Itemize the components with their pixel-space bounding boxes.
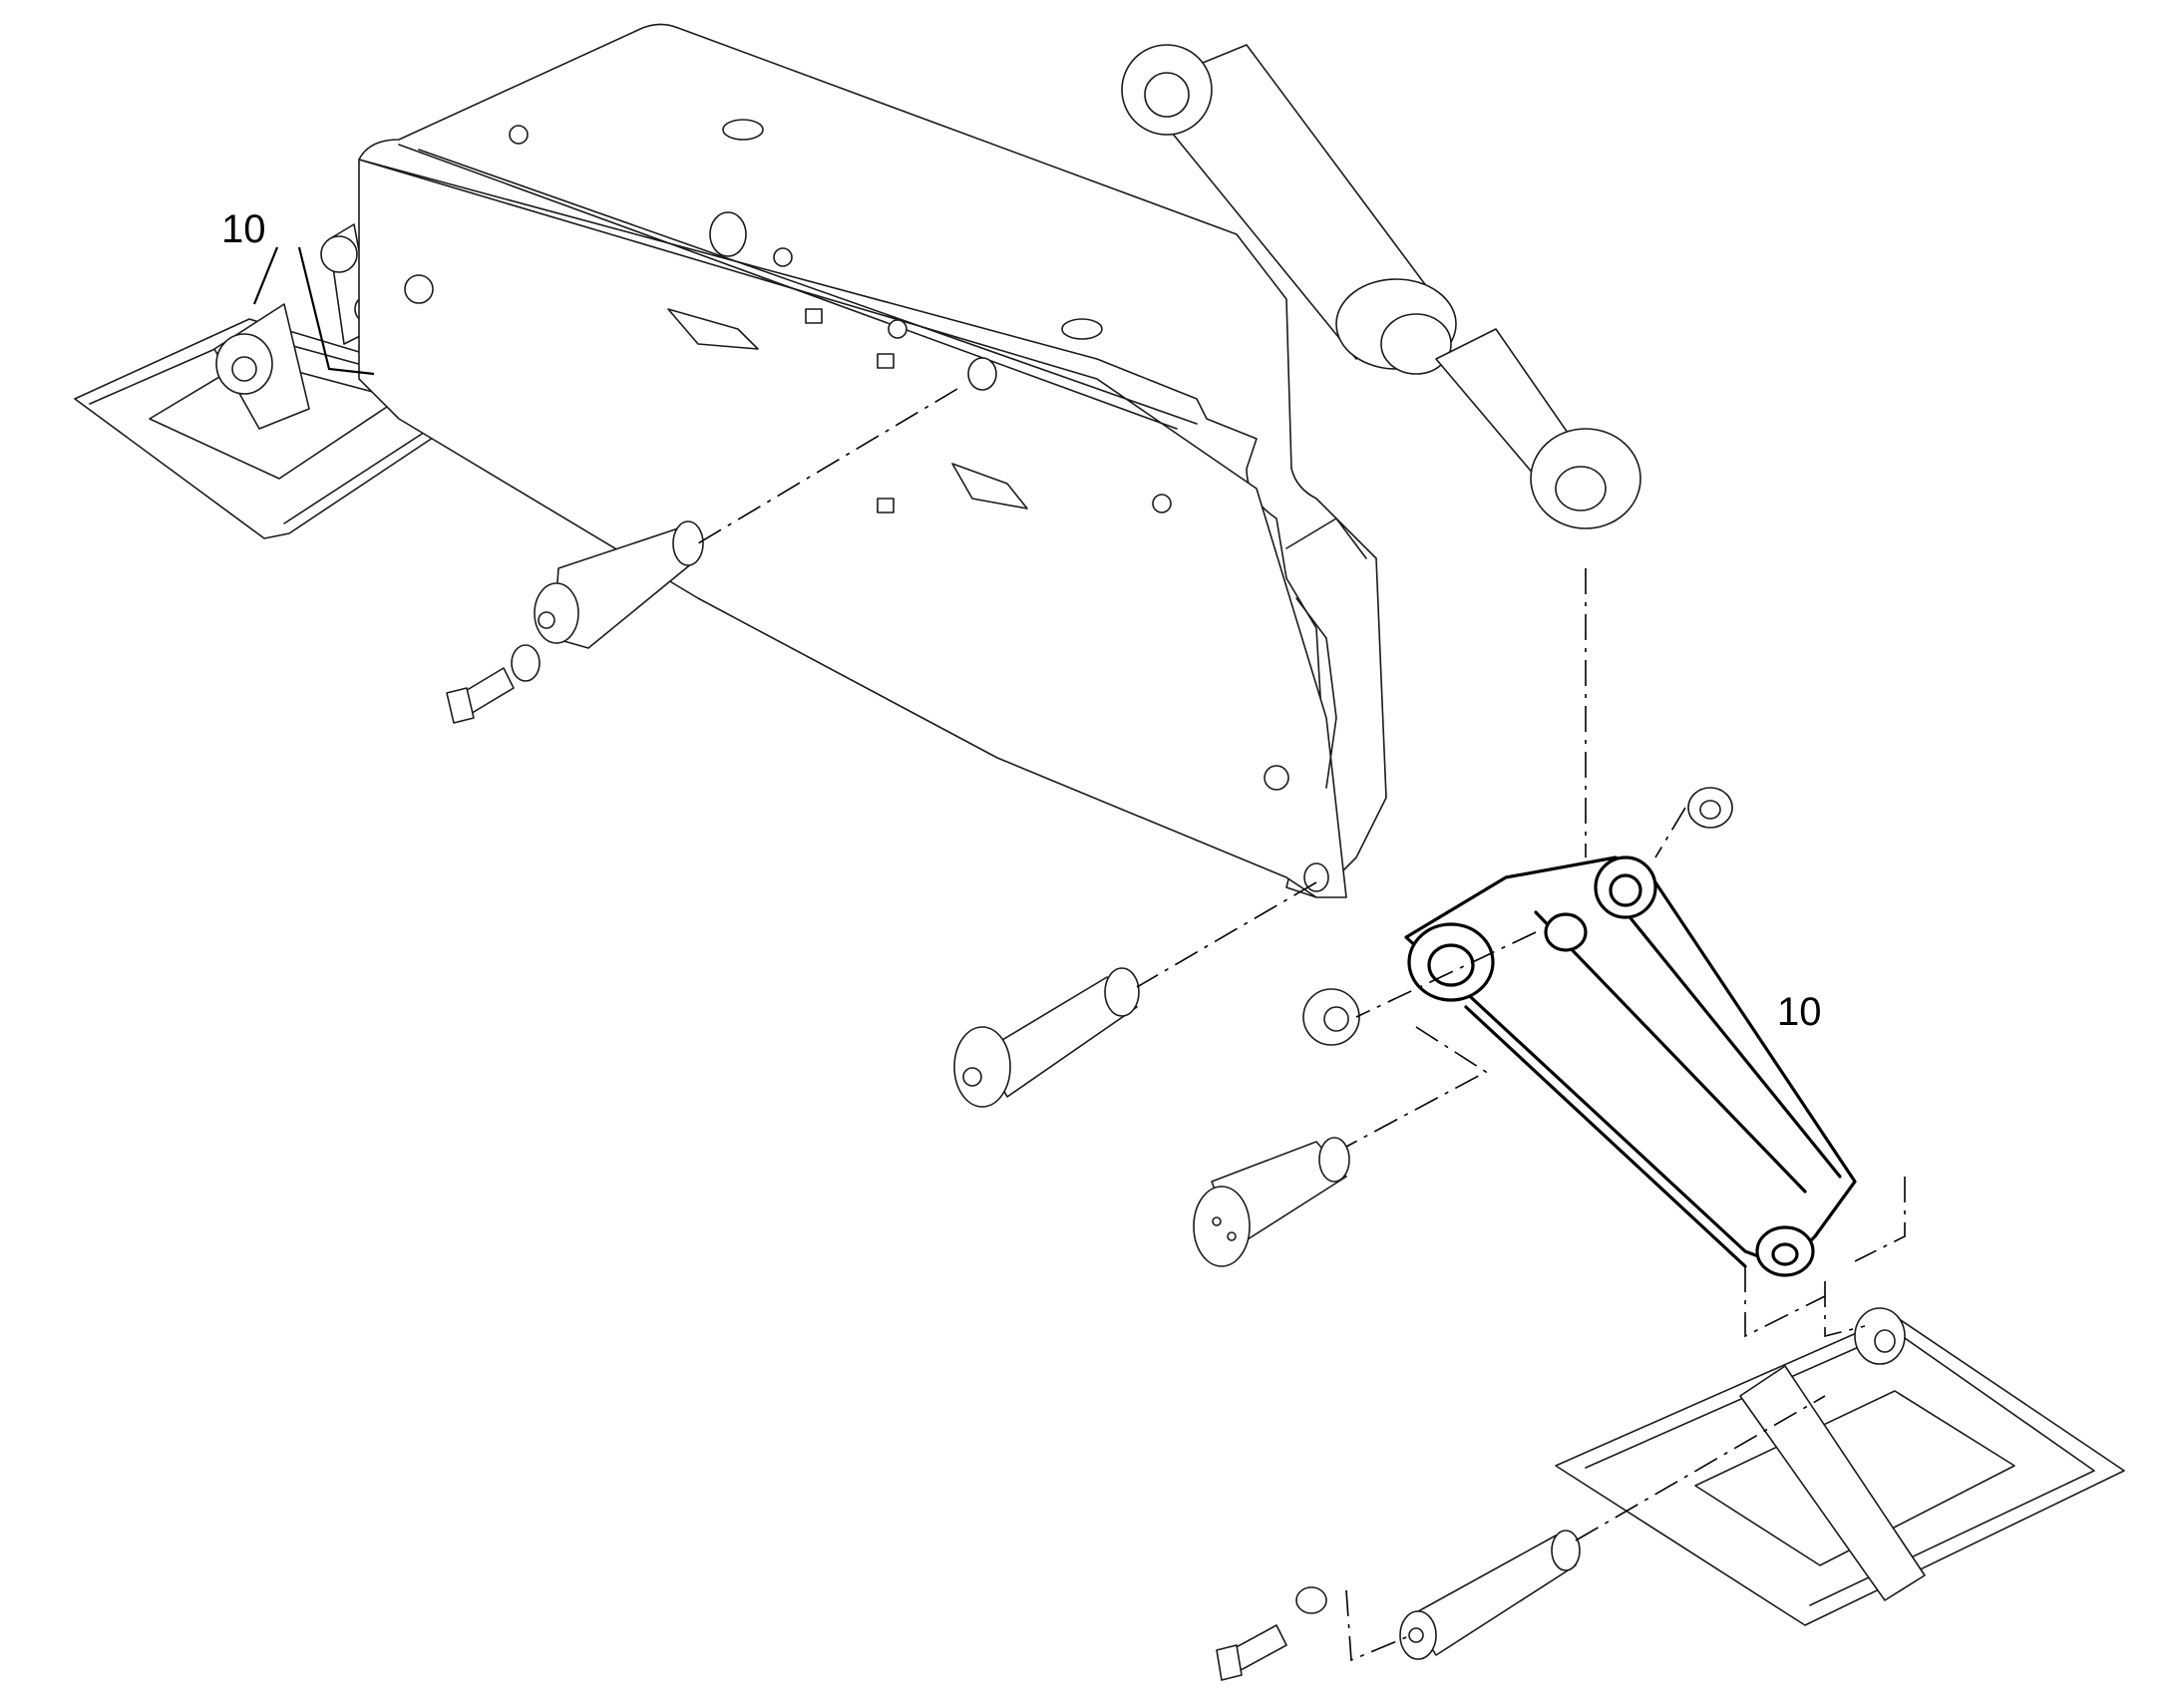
- linkage-lever: [1404, 855, 1857, 1277]
- lower-short-pin: [1193, 1137, 1350, 1267]
- bottom-pin-assembly: [1216, 1530, 1581, 1681]
- right-support-pad: [1555, 1307, 2125, 1626]
- linkage-washers: [1302, 787, 1733, 1046]
- main-boom: [358, 23, 1387, 898]
- hydraulic-cylinder: [1121, 44, 1641, 529]
- upper-pin-assembly: [446, 520, 704, 724]
- callout-label-top-left: 10: [221, 207, 266, 251]
- callout-leaders: [252, 246, 375, 376]
- middle-long-pin: [953, 967, 1140, 1108]
- assembly-center-lines: [697, 388, 1906, 1662]
- callout-label-right: 10: [1777, 990, 1822, 1034]
